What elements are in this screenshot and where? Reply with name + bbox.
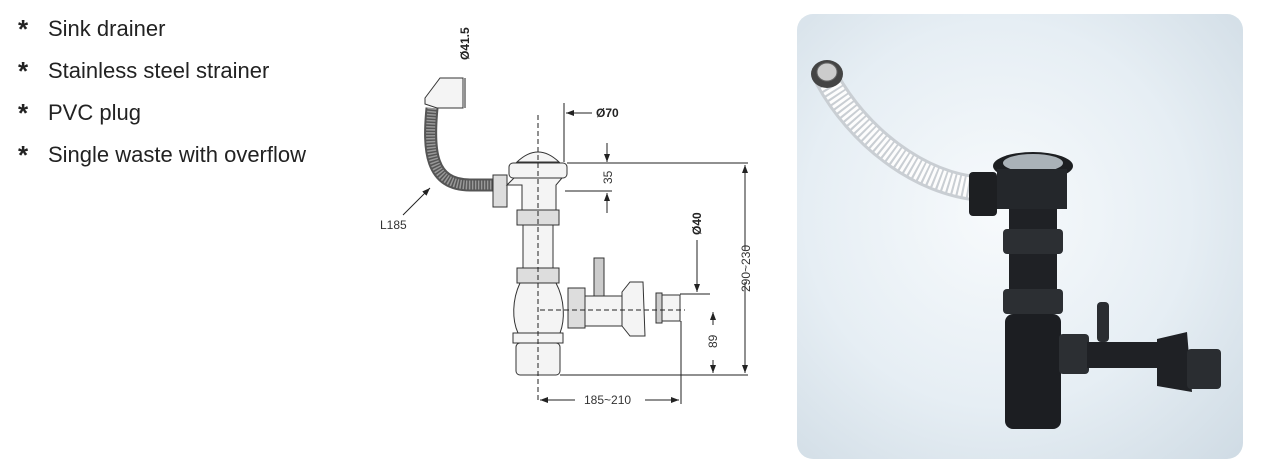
feature-list: *Sink drainer *Stainless steel strainer … (18, 8, 306, 176)
overflow-diameter-label: Ø41.5 (458, 27, 472, 60)
outlet-height-label: 89 (706, 334, 720, 348)
bullet-asterisk: * (18, 98, 29, 128)
feature-item: * PVC plug (18, 92, 306, 134)
total-height-label: 290~230 (739, 245, 753, 292)
feature-item: * Sink drainer (18, 8, 306, 50)
technical-drawing: Ø41.5 Ø70 35 L185 Ø40 290~230 89 185~210 (380, 27, 753, 407)
outlet-diameter-label: Ø40 (690, 212, 704, 235)
feature-item: * Single waste with overflow (18, 134, 306, 176)
hose-length-label: L185 (380, 218, 407, 232)
feature-label: Stainless steel strainer (48, 58, 270, 83)
strainer-diameter-label: Ø70 (596, 106, 619, 120)
feature-label: Sink drainer (48, 16, 166, 41)
overflow-head (424, 77, 464, 109)
horizontal-reach-label: 185~210 (584, 393, 631, 407)
strainer-height-label: 35 (601, 170, 615, 184)
dishwasher-inlet (593, 257, 605, 297)
bullet-asterisk: * (18, 140, 29, 170)
sink-drainer-drawing (424, 77, 681, 376)
bullet-asterisk: * (18, 56, 29, 86)
feature-label: PVC plug (48, 100, 141, 125)
product-photo (797, 14, 1243, 459)
bullet-asterisk: * (18, 14, 29, 44)
feature-item: * Stainless steel strainer (18, 50, 306, 92)
sink-drainer-photo (811, 60, 1221, 429)
feature-label: Single waste with overflow (48, 142, 307, 167)
